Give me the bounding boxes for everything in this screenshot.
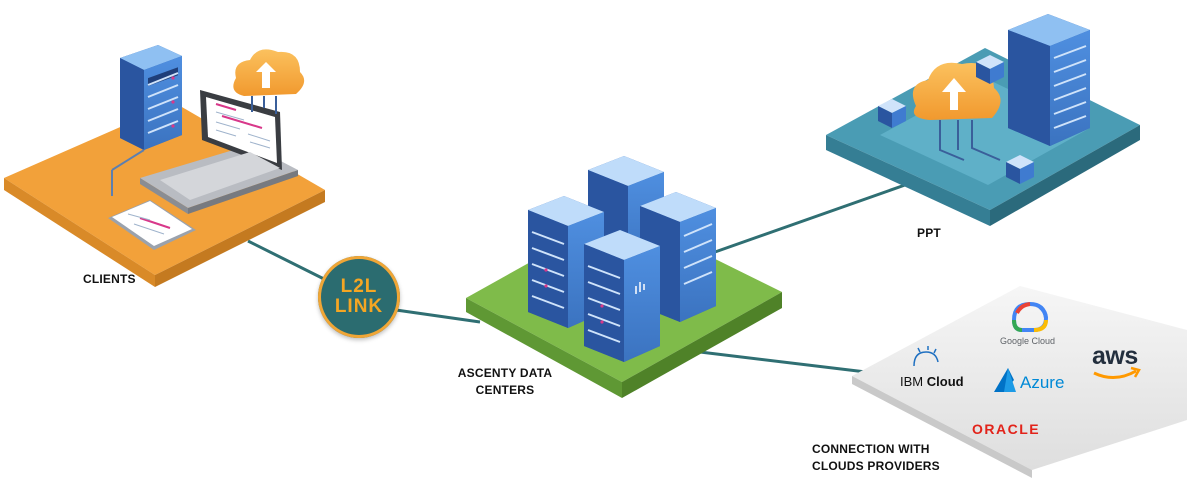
ibm-cloud-logo: IBM Cloud [900, 374, 964, 389]
link-datacenter-ppt [714, 183, 906, 254]
datacenters-label-line2: CENTERS [475, 383, 535, 397]
aws-smile-icon [1093, 366, 1141, 379]
oracle-logo: ORACLE [972, 421, 1041, 437]
azure-icon [994, 368, 1016, 392]
ibm-logo-prefix: IBM [900, 374, 924, 389]
datacenters-label-line1: ASCENTY DATA [457, 366, 553, 380]
clouds-label: CONNECTION WITH CLOUDS PROVIDERS [812, 441, 940, 475]
link-badge-datacenter [395, 308, 481, 324]
cloud-providers-platform [852, 286, 1187, 478]
link-clients-badge [247, 239, 331, 284]
datacenters-label: ASCENTY DATA CENTERS [440, 365, 570, 399]
link-datacenter-clouds [699, 350, 867, 374]
ppt-server-rack-icon [1008, 14, 1090, 146]
aws-logo: aws [1092, 342, 1138, 370]
l2l-link-badge: L2L LINK [318, 256, 400, 338]
badge-line1: L2L [340, 276, 378, 297]
ibm-cloud-icon [913, 346, 939, 367]
connection-lines [247, 183, 906, 374]
google-cloud-logo: Google Cloud [1000, 336, 1056, 346]
clouds-label-line1: CONNECTION WITH [812, 442, 930, 456]
server-rack-icon [584, 230, 660, 362]
clients-label: CLIENTS [83, 272, 136, 286]
phone-icon [108, 200, 196, 250]
client-cloud-upload-icon [233, 49, 305, 114]
ibm-logo-suffix: Cloud [926, 374, 964, 389]
datacenter-server-racks [528, 156, 716, 362]
ppt-small-box-icons [878, 55, 1034, 184]
ppt-label: PPT [917, 226, 941, 240]
laptop-icon [140, 90, 298, 214]
badge-line2: LINK [334, 296, 384, 317]
clouds-label-line2: CLOUDS PROVIDERS [812, 459, 940, 473]
client-server-rack-icon [111, 45, 182, 196]
azure-logo: Azure [1020, 373, 1065, 392]
google-cloud-icon [1011, 301, 1049, 332]
